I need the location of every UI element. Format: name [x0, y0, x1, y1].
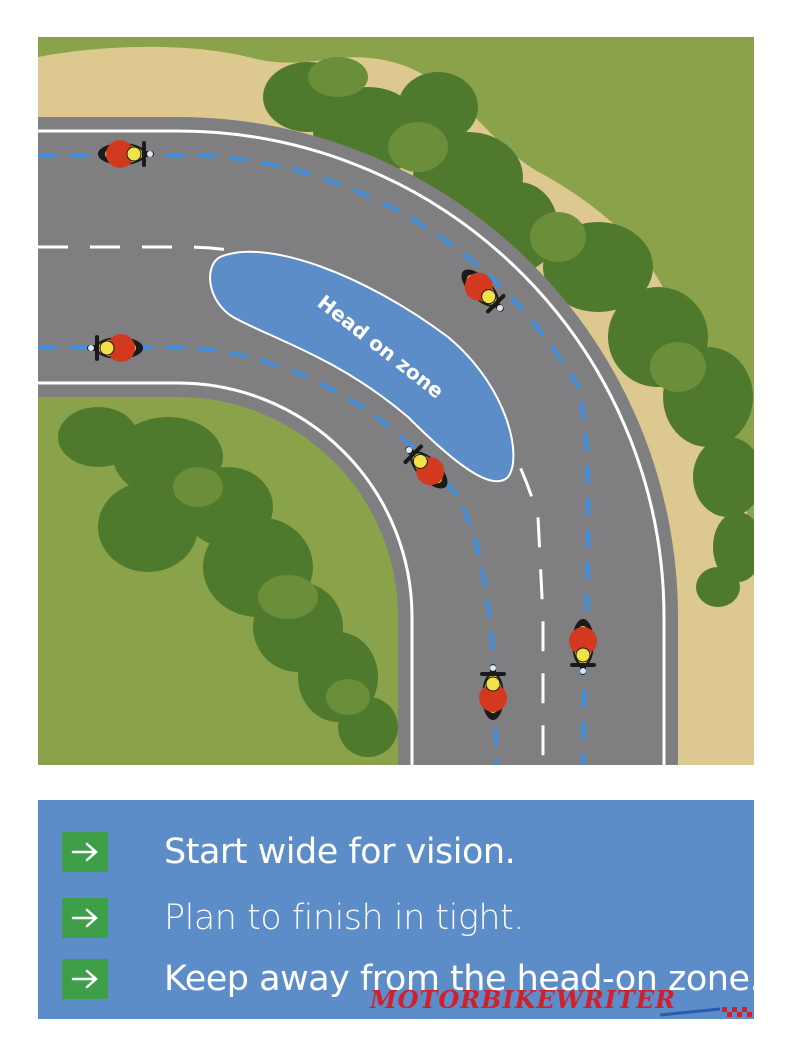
tip-item: Keep away from the head-on zone.: [62, 955, 761, 1003]
watermark-logo: MOTORBIKEWRITER: [370, 985, 770, 1025]
tip-item: Plan to finish in tight.: [62, 894, 524, 942]
checkered-flag-icon: [660, 1007, 752, 1017]
road-edge-inner: [38, 381, 414, 765]
arrow-right-icon: [62, 898, 108, 938]
bushes-top-light: [308, 57, 706, 392]
tip-text: Start wide for vision.: [164, 832, 516, 872]
road-diagram: Head on zone: [38, 37, 754, 765]
rider-path-inner: [38, 345, 498, 765]
tips-panel: Start wide for vision. Plan to finish in…: [38, 800, 761, 1019]
bushes-inner-light: [173, 467, 370, 715]
tip-item: Start wide for vision.: [62, 828, 516, 876]
tip-text: Plan to finish in tight.: [164, 898, 524, 938]
head-on-zone: [209, 250, 515, 483]
road: [38, 117, 678, 765]
watermark-text: MOTORBIKEWRITER: [370, 985, 677, 1014]
rider-path-outer: [38, 152, 591, 765]
arrow-right-icon: [62, 959, 108, 999]
tip-text: Keep away from the head-on zone.: [164, 959, 761, 999]
road-edge-outer: [38, 129, 666, 765]
arrow-right-icon: [62, 832, 108, 872]
